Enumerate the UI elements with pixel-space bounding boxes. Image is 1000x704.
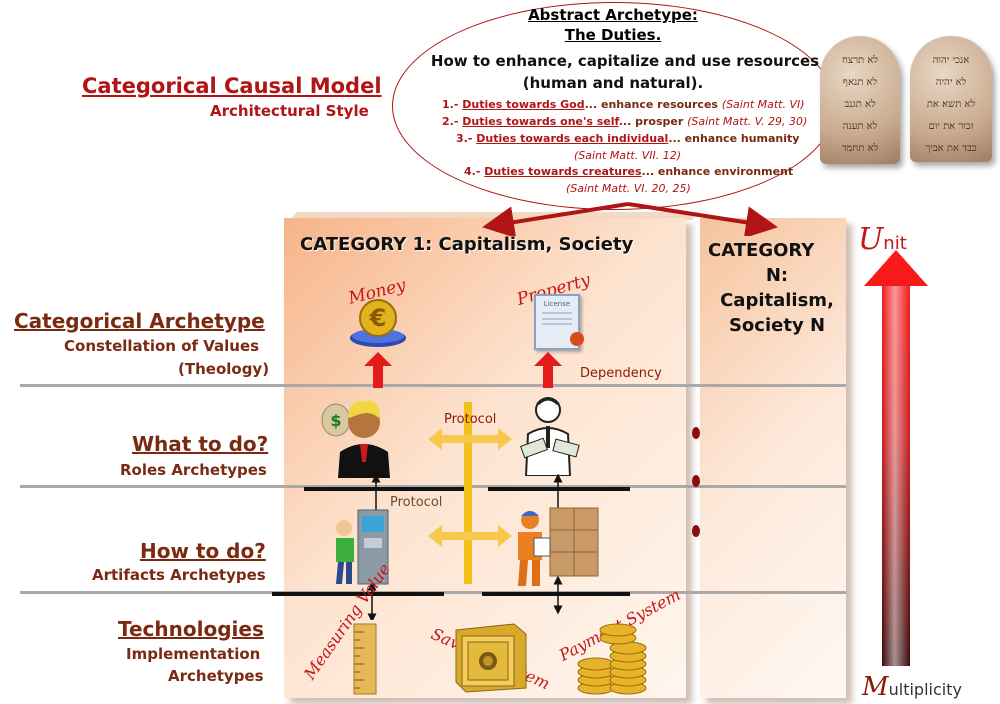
divider-roles xyxy=(20,485,846,488)
svg-text:€: € xyxy=(369,304,387,332)
duty-1: 1.- Duties towards God... enhance resour… xyxy=(442,98,805,111)
license-text: License xyxy=(543,300,571,308)
tablet-left-icon: לא תרצח לא תנאף לא תגנב לא תענה לא תחמד xyxy=(820,36,900,164)
oval-arrows xyxy=(482,202,778,236)
unit-multiplicity-arrow xyxy=(864,250,928,666)
duty-4-ref: (Saint Matt. VI. 20, 25) xyxy=(566,182,691,195)
multiplicity-label: Multiplicity xyxy=(862,672,962,702)
layer-artifacts-title: How to do? xyxy=(140,539,266,563)
duty-2: 2.- Duties towards one's self... prosper… xyxy=(442,115,808,128)
duty-2-link[interactable]: Duties towards one's self xyxy=(462,115,619,128)
duty-3-link[interactable]: Duties towards each individual xyxy=(476,132,669,145)
layer-tech-sub2: Archetypes xyxy=(168,667,264,685)
dependency-arrow-right xyxy=(534,352,562,388)
man-counting-money-icon xyxy=(520,397,580,476)
artifacts-bar-left xyxy=(272,592,444,596)
license-icon: License xyxy=(534,294,584,350)
roles-bar-right xyxy=(488,487,630,491)
model-subtitle: Architectural Style xyxy=(210,102,369,120)
protocol-label-2: Protocol xyxy=(390,495,443,510)
abstract-title-2: The Duties. xyxy=(564,26,662,44)
layer-artifacts-sub: Artifacts Archetypes xyxy=(92,566,266,584)
ellipsis-dot-1 xyxy=(692,427,700,439)
ellipsis-dot-2 xyxy=(692,475,700,487)
protocol-double-arrow-1 xyxy=(428,428,512,450)
duty-4-link[interactable]: Duties towards creatures xyxy=(484,165,642,178)
ellipsis-dot-3 xyxy=(692,525,700,537)
abstract-archetype-oval xyxy=(392,2,836,210)
atm-user-icon xyxy=(336,509,389,585)
duty-4: 4.- Duties towards creatures... enhance … xyxy=(464,165,794,178)
layer-archetype-title: Categorical Archetype xyxy=(14,309,265,333)
safe-icon xyxy=(455,623,527,693)
duty-3: 3.- Duties towards each individual... en… xyxy=(456,132,800,145)
protocol-label-1: Protocol xyxy=(444,412,497,427)
duty-3-ref: (Saint Matt. VII. 12) xyxy=(574,149,681,162)
category-1-title: CATEGORY 1: Capitalism, Society xyxy=(300,234,634,255)
layer-archetype-sub1: Constellation of Values xyxy=(64,337,260,355)
divider-values xyxy=(20,384,846,387)
abstract-title-1: Abstract Archetype: xyxy=(528,6,698,24)
dependency-arrow-left xyxy=(364,352,392,388)
dependency-label: Dependency xyxy=(580,366,662,381)
unit-label: Unit xyxy=(858,222,907,257)
layer-tech-title: Technologies xyxy=(118,617,264,641)
duty-1-link[interactable]: Duties towards God xyxy=(462,98,585,111)
abstract-lead-1: How to enhance, capitalize and use resou… xyxy=(430,52,820,70)
worker-boxes-icon xyxy=(518,507,599,586)
layer-roles-sub: Roles Archetypes xyxy=(120,461,267,479)
protocol-double-arrow-2 xyxy=(428,525,512,547)
category-n-title: CATEGORY N: Capitalism, Society N xyxy=(708,240,834,336)
tablet-right-icon: אנכי יהוה לא יהיה לא תשא את זכור את יום … xyxy=(910,36,992,162)
coin-stacks-icon xyxy=(577,623,647,695)
model-title: Categorical Causal Model xyxy=(82,74,382,98)
svg-text:$: $ xyxy=(330,411,341,430)
abstract-lead-2: (human and natural). xyxy=(522,74,704,92)
layer-roles-title: What to do? xyxy=(132,432,269,456)
artifacts-bar-right xyxy=(482,592,630,596)
protocol-vertical-bar xyxy=(464,402,472,584)
layer-tech-sub1: Implementation xyxy=(126,645,261,663)
euro-coin-icon: € xyxy=(350,299,406,347)
roles-bar-left xyxy=(304,487,464,491)
layer-archetype-sub2: (Theology) xyxy=(178,360,270,378)
ruler-icon xyxy=(353,623,377,695)
category-n-panel xyxy=(700,218,846,698)
businessman-money-icon: $ xyxy=(321,400,390,478)
